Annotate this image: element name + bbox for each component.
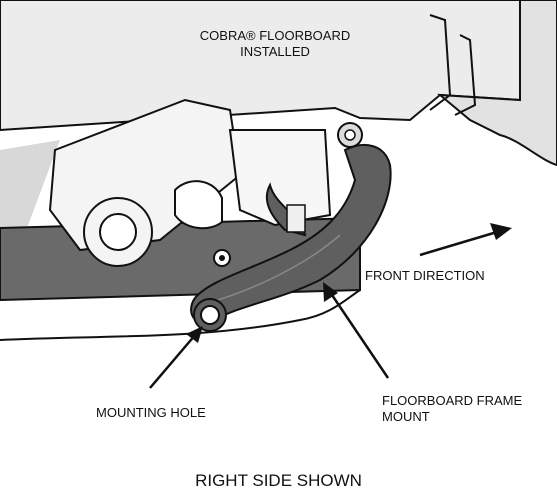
pivot-boss-inner xyxy=(99,213,137,251)
mounting-hole-leader-head xyxy=(186,326,203,343)
bar-bolt-center xyxy=(219,255,225,261)
mount-bolt-center xyxy=(344,129,356,141)
wire-rod-2 xyxy=(454,34,477,116)
front-direction-arrowhead xyxy=(490,223,512,240)
frame-mount-leader xyxy=(328,291,390,379)
label-mounting-hole: MOUNTING HOLE xyxy=(96,405,206,420)
mounting-hole-leader xyxy=(149,333,197,389)
spring-knob xyxy=(174,180,223,230)
caption-right-side-shown: RIGHT SIDE SHOWN xyxy=(195,471,362,490)
mounting-hole xyxy=(200,305,220,325)
front-direction-arrow xyxy=(419,230,498,257)
label-floorboard-installed: COBRA® FLOORBOARD INSTALLED xyxy=(199,28,351,59)
label-frame-mount: FLOORBOARD FRAME MOUNT xyxy=(382,393,523,424)
wire-rod-1 xyxy=(429,14,452,111)
frame-mount-leader-head xyxy=(323,282,338,302)
threaded-stud xyxy=(286,204,306,233)
lower-frame-outline xyxy=(0,289,361,341)
label-front-direction: FRONT DIRECTION xyxy=(365,268,485,283)
